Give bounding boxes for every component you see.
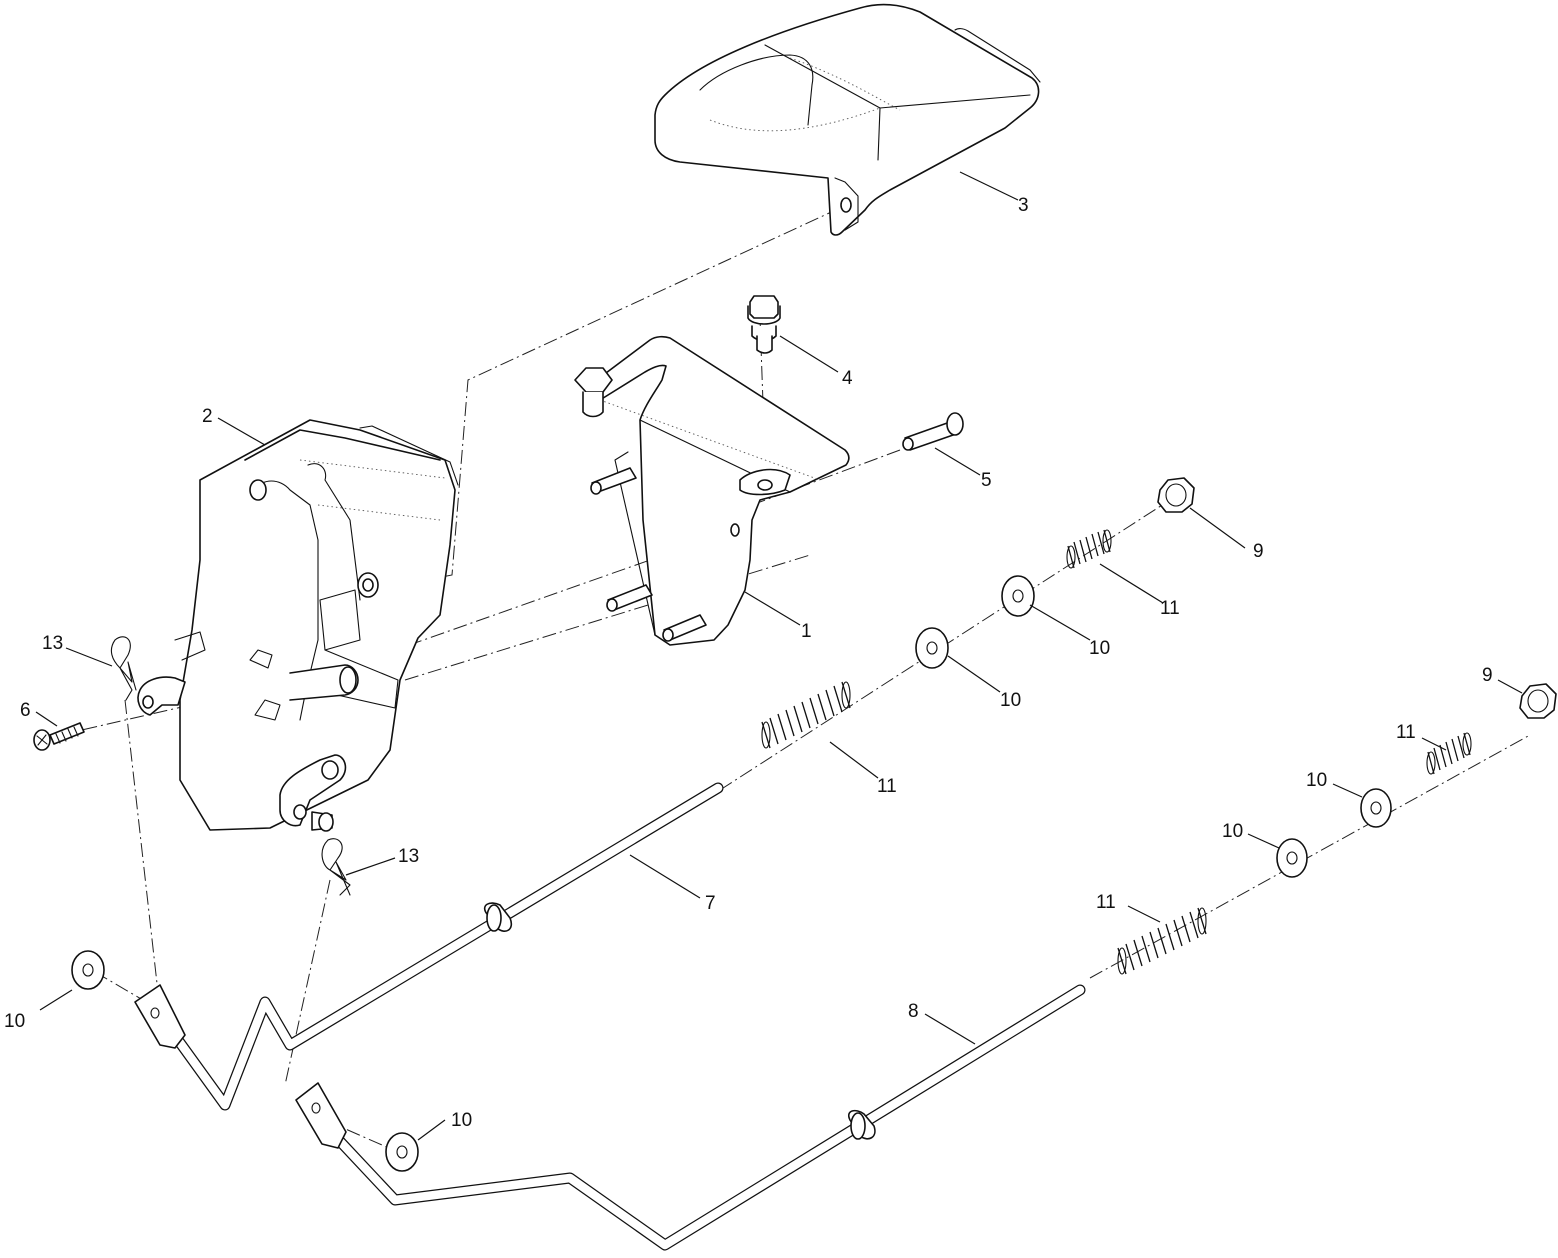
part-9-hex-nut-upper (1157, 477, 1195, 513)
washer-left (71, 950, 105, 990)
washer-upper-1 (1001, 575, 1035, 617)
callout-9-upper: 9 (1253, 541, 1264, 562)
part-11-springs (761, 529, 1472, 975)
part-5-clevis-pin (902, 412, 964, 451)
callout-1: 1 (801, 621, 812, 642)
callout-3: 3 (1018, 195, 1029, 216)
callout-2: 2 (202, 406, 213, 427)
spring-lower-long (1117, 907, 1207, 975)
callout-10-upper-1: 10 (1089, 638, 1110, 659)
leader-lines (35, 171, 1523, 1141)
part-3-cover-pad (654, 3, 1041, 236)
callout-10-lower-1: 10 (1306, 770, 1327, 791)
part-6-screw (33, 722, 85, 751)
part-2-actuator (137, 419, 459, 832)
callout-8: 8 (908, 1001, 919, 1022)
callout-13-lower: 13 (398, 846, 419, 867)
part-1-bracket (574, 335, 850, 646)
part-10-washers (71, 575, 1392, 1172)
callout-11-lower-short: 11 (1396, 722, 1416, 743)
spring-upper-short (1066, 529, 1112, 569)
part-4-flange-bolt (747, 295, 781, 354)
washer-lower-2 (1276, 838, 1308, 878)
callout-4: 4 (842, 368, 853, 389)
spring-upper-long (761, 681, 851, 749)
callout-13-upper: 13 (42, 633, 63, 654)
callout-labels: 1 2 3 4 5 6 7 8 9 9 10 10 10 10 10 10 11… (4, 195, 1493, 1131)
callout-10-left: 10 (4, 1011, 25, 1032)
callout-6: 6 (20, 700, 31, 721)
callout-9-lower: 9 (1482, 665, 1493, 686)
callout-5: 5 (981, 470, 992, 491)
part-7-control-rod-upper (134, 782, 724, 1111)
callout-10-upper-2: 10 (1000, 690, 1021, 711)
washer-lower-1 (1360, 788, 1392, 828)
callout-10-lower-2: 10 (1222, 821, 1243, 842)
part-9-hex-nut-lower (1519, 683, 1557, 719)
washer-bottom (385, 1132, 419, 1172)
callout-11-upper-short: 11 (1160, 598, 1180, 619)
callout-10-bottom: 10 (451, 1110, 472, 1131)
washer-upper-2 (915, 627, 949, 669)
callout-11-lower-long: 11 (1096, 892, 1116, 913)
callout-7: 7 (705, 893, 716, 914)
callout-11-upper-long: 11 (877, 776, 897, 797)
spring-lower-short (1426, 732, 1472, 775)
part-13-hairpin-clip-lower (321, 838, 351, 896)
part-13-hairpin-clip-upper (110, 636, 137, 701)
part-8-control-rod-lower (295, 984, 1086, 1251)
